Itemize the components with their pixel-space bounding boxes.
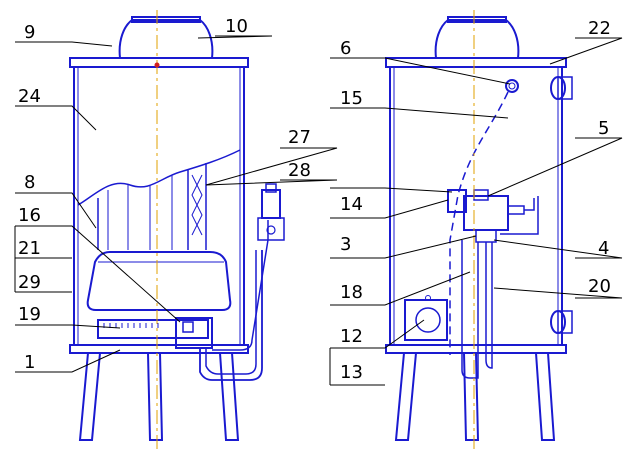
left-leg-3 — [219, 352, 240, 441]
left-top-lid — [69, 57, 249, 68]
callout-6: 6 — [340, 38, 351, 59]
capillary-tube — [449, 91, 509, 355]
right-bottom-base — [385, 344, 567, 354]
callout-14: 14 — [340, 194, 363, 215]
left-leg-1 — [78, 352, 101, 441]
callout-5: 5 — [598, 118, 609, 139]
left-gas-pipe-outer — [199, 250, 263, 381]
right-leg-3 — [535, 352, 556, 441]
left-burner — [97, 319, 209, 339]
callout-27: 27 — [288, 127, 311, 148]
left-gas-valve — [175, 317, 213, 349]
callout-3: 3 — [340, 234, 351, 255]
callout-28: 28 — [288, 160, 311, 181]
callout-4: 4 — [598, 238, 609, 259]
left-combustion-chamber — [86, 251, 232, 311]
right-leg-1 — [394, 352, 417, 441]
callout-22: 22 — [588, 18, 611, 39]
right-flue-hood — [434, 19, 520, 59]
callout-24: 24 — [18, 86, 41, 107]
callout-leaders — [14, 35, 623, 386]
callout-12: 12 — [340, 326, 363, 347]
left-flue-cap — [131, 16, 201, 23]
left-flue-hood — [118, 19, 214, 59]
left-center-mark — [154, 62, 160, 68]
callout-16: 16 — [18, 205, 41, 226]
callout-10: 10 — [225, 16, 248, 37]
right-flue-cap — [447, 16, 507, 23]
right-leg-2 — [463, 352, 480, 441]
left-cutaway-break — [77, 149, 241, 206]
gas-control-unit — [463, 195, 509, 231]
callout-18: 18 — [340, 282, 363, 303]
left-gas-inlet-valve — [261, 189, 281, 219]
left-view — [69, 16, 285, 441]
left-bottom-base — [69, 344, 249, 354]
callout-1: 1 — [24, 352, 35, 373]
callout-19: 19 — [18, 304, 41, 325]
callout-20: 20 — [588, 276, 611, 297]
callout-13: 13 — [340, 362, 363, 383]
callout-15: 15 — [340, 88, 363, 109]
right-view — [385, 16, 573, 441]
callout-29: 29 — [18, 272, 41, 293]
callout-9: 9 — [24, 22, 35, 43]
left-leg-2 — [147, 352, 164, 441]
callout-8: 8 — [24, 172, 35, 193]
right-top-lid — [385, 57, 567, 68]
thermostat — [447, 189, 467, 213]
thermometer — [505, 79, 519, 93]
callout-21: 21 — [18, 238, 41, 259]
